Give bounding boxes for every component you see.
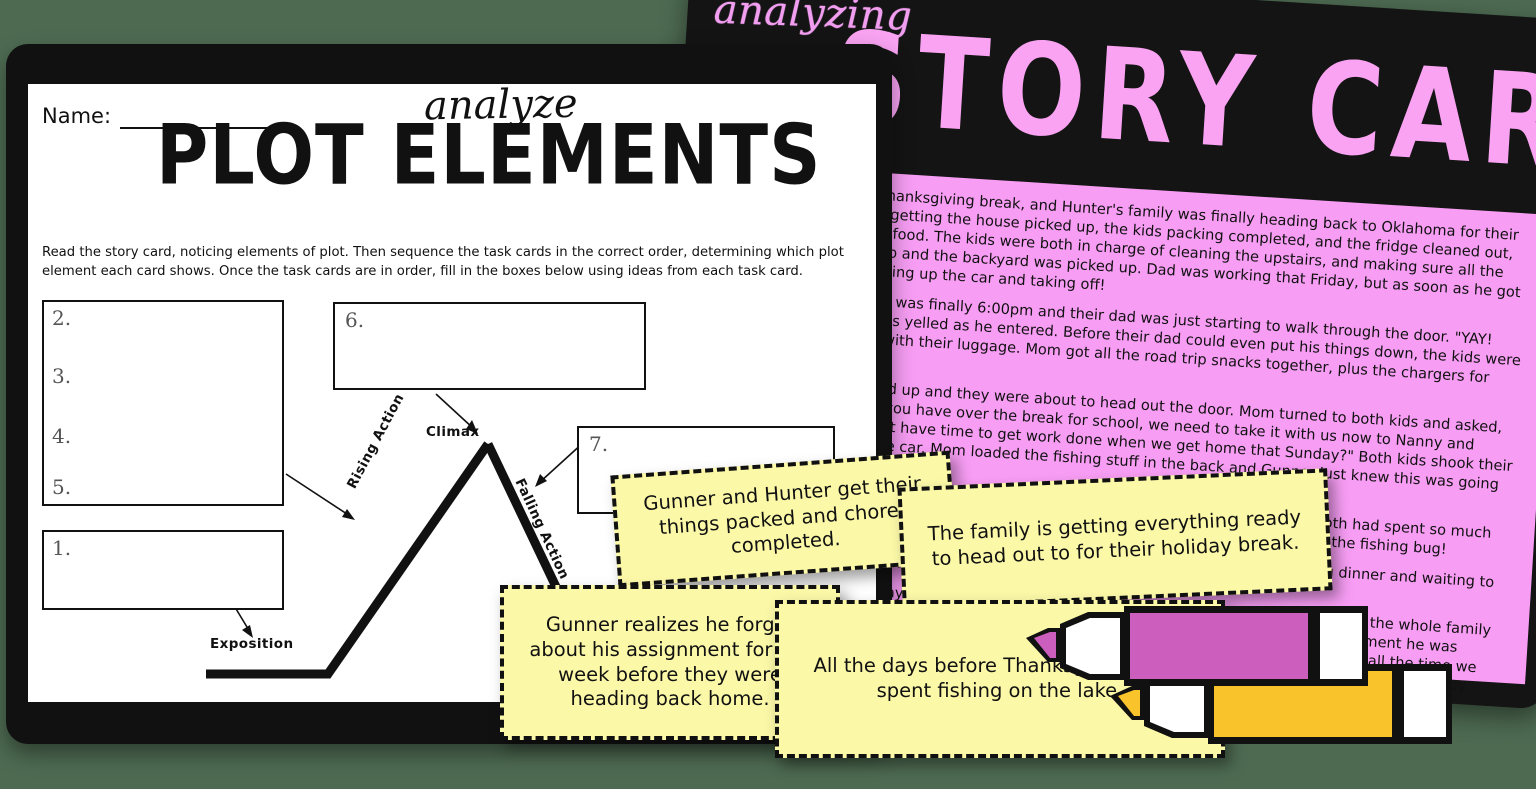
- name-label: Name:: [42, 104, 112, 128]
- pink-highlighter-icon: [1026, 606, 1368, 686]
- box-number: 4.: [52, 424, 72, 448]
- answer-box-6[interactable]: 6.: [333, 302, 646, 390]
- answer-box-2-5[interactable]: 2. 3. 4. 5.: [42, 300, 284, 506]
- page-title: PLOT ELEMENTS: [156, 106, 822, 204]
- story-card-title: STORY CARD: [829, 2, 1536, 204]
- plot-label-exposition: Exposition: [210, 636, 294, 652]
- box-number: 7.: [589, 432, 609, 456]
- box-number: 5.: [52, 475, 72, 499]
- highlighter-markers: [1022, 592, 1536, 784]
- worksheet: Name: analyze PLOT ELEMENTS Read the sto…: [6, 44, 892, 744]
- box-number: 2.: [52, 306, 72, 330]
- task-card[interactable]: The family is getting everything ready t…: [897, 468, 1333, 610]
- box-number: 1.: [52, 536, 72, 560]
- box-number: 6.: [345, 308, 365, 332]
- box-number: 3.: [52, 364, 72, 388]
- worksheet-page: Name: analyze PLOT ELEMENTS Read the sto…: [28, 84, 876, 702]
- name-write-line[interactable]: [120, 127, 298, 129]
- instructions: Read the story card, noticing elements o…: [42, 245, 844, 279]
- answer-box-1[interactable]: 1.: [42, 530, 284, 610]
- plot-label-climax: Climax: [426, 424, 480, 440]
